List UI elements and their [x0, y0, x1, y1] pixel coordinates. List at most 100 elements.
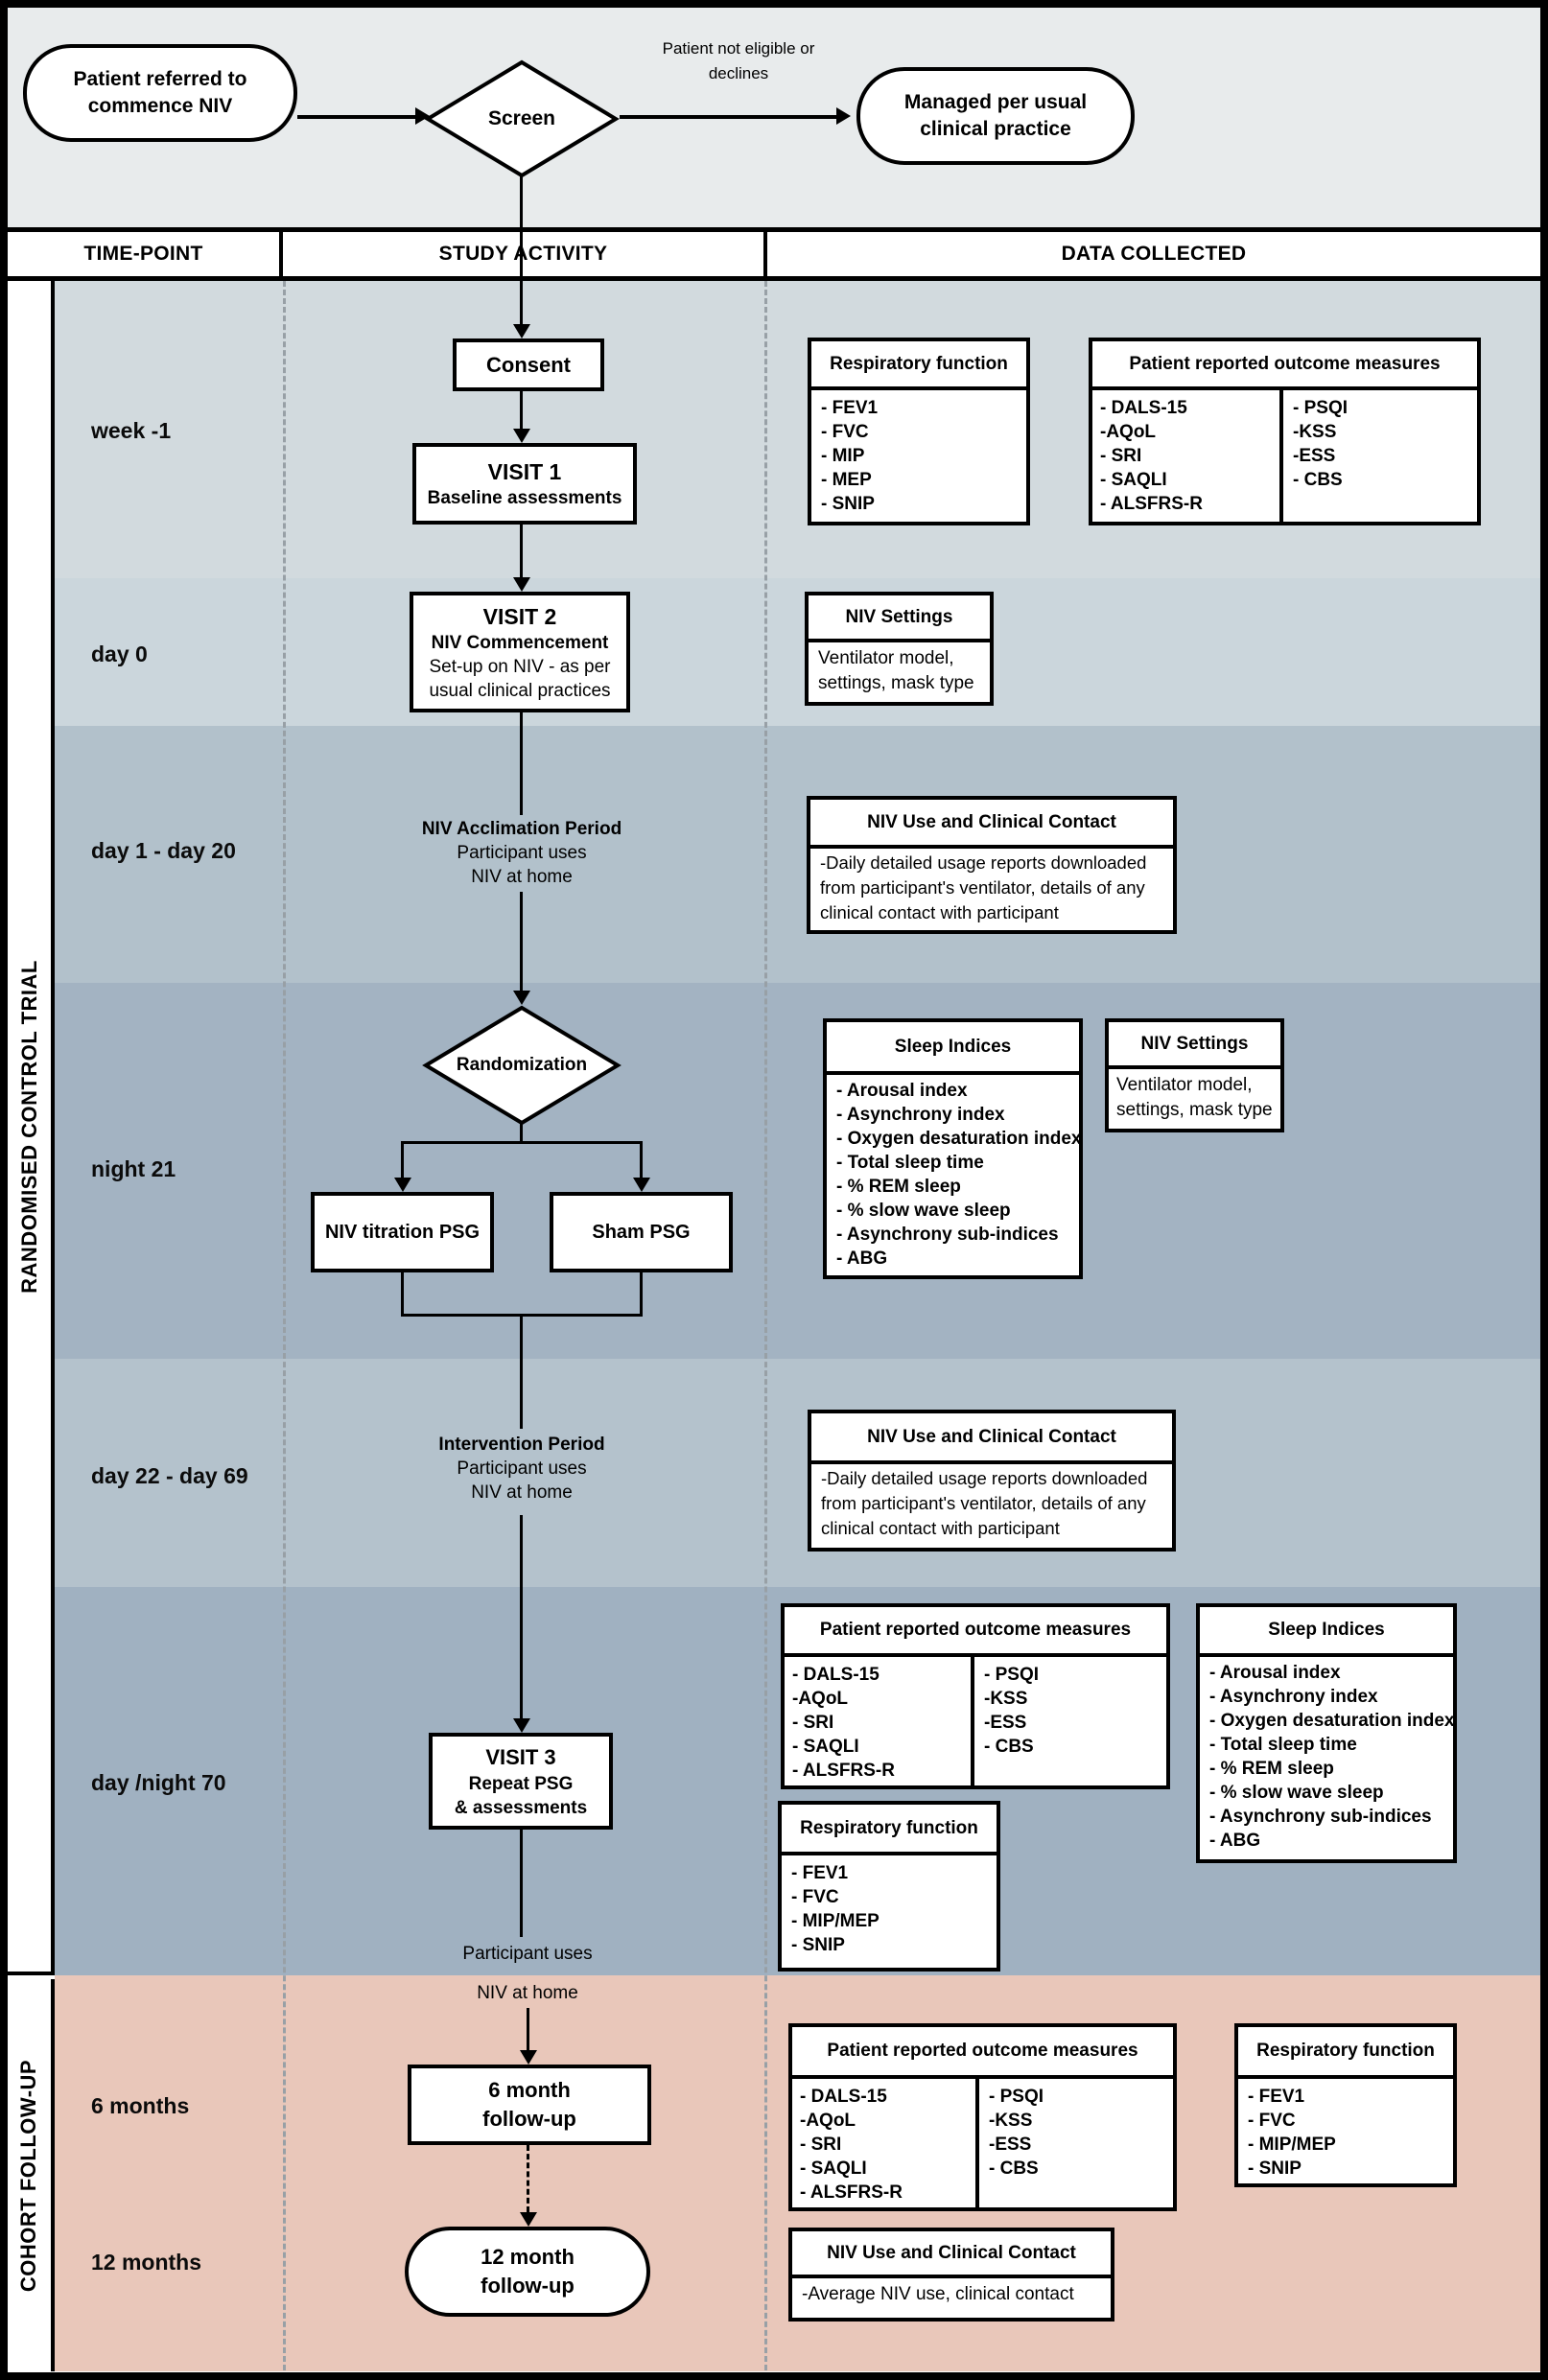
- connector-visit1-visit2: [520, 525, 523, 578]
- managed-line2: clinical practice: [920, 118, 1071, 140]
- arrowhead-down-icon: [520, 2050, 537, 2065]
- list-item: -AQoL: [800, 2111, 856, 2131]
- list-item: - DALS-15: [792, 1665, 880, 1685]
- visit1-subtitle: Baseline assessments: [427, 488, 622, 508]
- list-item: - SNIP: [821, 494, 875, 514]
- connector-referred-screen: [297, 115, 417, 119]
- arrowhead-down-icon: [513, 991, 530, 1005]
- day70-respiratory-title: Respiratory function: [782, 1805, 997, 1855]
- uses-line2-text: NIV at home: [384, 1981, 671, 2005]
- managed-node: Managed per usual clinical practice: [856, 67, 1135, 165]
- list-item: - % slow wave sleep: [1209, 1783, 1384, 1803]
- list-item: - Asynchrony index: [836, 1105, 1005, 1125]
- connector-screen-managed: [620, 115, 838, 119]
- list-item: - CBS: [989, 2158, 1039, 2179]
- niv-settings-line2: settings, mask type: [818, 673, 974, 693]
- list-item: - SNIP: [791, 1935, 845, 1955]
- acclimation-textblock: NIV Acclimation Period Participant uses …: [378, 817, 666, 889]
- day70-sleep-box: Sleep Indices - Arousal index - Asynchro…: [1196, 1603, 1457, 1863]
- arrowhead-down-icon: [394, 1178, 411, 1192]
- list-item: - Asynchrony sub-indices: [1209, 1807, 1432, 1827]
- list-item: - CBS: [1293, 470, 1343, 490]
- connector-merge-down: [520, 1317, 523, 1429]
- list-item: - Asynchrony sub-indices: [836, 1225, 1059, 1245]
- referred-node: Patient referred to commence NIV: [23, 44, 297, 142]
- night21-sleep-title: Sleep Indices: [827, 1022, 1079, 1075]
- header-data-collected: DATA COLLECTED: [1061, 243, 1247, 265]
- list-item: - Asynchrony index: [1209, 1687, 1378, 1707]
- list-item: - SNIP: [1248, 2158, 1302, 2179]
- connector-6month-12month-dashed: [527, 2145, 529, 2212]
- night21-sleep-box: Sleep Indices - Arousal index - Asynchro…: [823, 1018, 1083, 1279]
- visit2-sub2: Set-up on NIV - as per: [429, 656, 611, 677]
- acclim-line3: NIV at home: [471, 867, 573, 887]
- list-item: - % slow wave sleep: [836, 1201, 1011, 1221]
- night21-niv-settings-title: NIV Settings: [1109, 1022, 1280, 1069]
- day70-sleep-title: Sleep Indices: [1200, 1607, 1453, 1657]
- list-item: - Arousal index: [836, 1081, 968, 1101]
- list-item: - ALSFRS-R: [800, 2182, 903, 2203]
- visit3-sub1: Repeat PSG: [468, 1773, 574, 1794]
- cohort-niv-use-box: NIV Use and Clinical Contact -Average NI…: [788, 2228, 1114, 2322]
- referred-line1: Patient referred to: [73, 68, 247, 90]
- list-item: - MEP: [821, 470, 872, 490]
- visit1-title: VISIT 1: [487, 459, 562, 484]
- day70-prom-title: Patient reported outcome measures: [785, 1607, 1166, 1657]
- niv-titration-psg-box: NIV titration PSG: [311, 1192, 494, 1272]
- list-item: -AQoL: [1100, 422, 1157, 442]
- list-item: - MIP/MEP: [791, 1911, 880, 1931]
- 12month-line2: follow-up: [481, 2274, 575, 2298]
- list-item: - SAQLI: [1100, 470, 1167, 490]
- list-item: -ESS: [1293, 446, 1336, 466]
- list-item: - FEV1: [821, 398, 879, 418]
- band-night21: [55, 983, 1540, 1359]
- day70-prom-box: Patient reported outcome measures - DALS…: [781, 1603, 1170, 1789]
- list-item: - MIP: [821, 446, 865, 466]
- day22-69-niv-use-title: NIV Use and Clinical Contact: [811, 1413, 1172, 1464]
- rct-label: RANDOMISED CONTROL TRIAL: [16, 959, 41, 1294]
- list-item: - FEV1: [791, 1863, 849, 1883]
- visit3-sub2: & assessments: [454, 1797, 588, 1818]
- list-item: - PSQI: [989, 2087, 1044, 2107]
- sidebar-cohort: COHORT FOLLOW-UP: [8, 1979, 55, 2371]
- list-item: - % REM sleep: [1209, 1759, 1334, 1779]
- day0-niv-settings-title: NIV Settings: [809, 595, 990, 642]
- 12month-line1: 12 month: [481, 2245, 575, 2269]
- timepoint-day22-69: day 22 - day 69: [91, 1463, 248, 1488]
- connector-visit2-acclim: [520, 712, 523, 815]
- dashed-separator-2: [764, 281, 767, 2372]
- list-item: - FVC: [791, 1887, 839, 1907]
- day22-69-niv-use-text: -Daily detailed usage reports downloaded…: [821, 1468, 1148, 1538]
- list-item: -KSS: [989, 2111, 1033, 2131]
- not-eligible-line2: declines: [708, 64, 769, 82]
- list-item: - ALSFRS-R: [1100, 494, 1203, 514]
- arrowhead-down-icon: [633, 1178, 650, 1192]
- timepoint-week-minus1: week -1: [91, 418, 172, 443]
- uses-line1: Participant uses: [462, 1944, 593, 1964]
- connector-intervention-visit3: [520, 1515, 523, 1718]
- list-item: - DALS-15: [800, 2087, 887, 2107]
- list-item: - Total sleep time: [836, 1153, 984, 1173]
- randomization-label: Randomization: [456, 1055, 588, 1075]
- consent-box: Consent: [453, 338, 604, 391]
- uses-line2: NIV at home: [477, 1983, 578, 2003]
- intervention-textblock: Intervention Period Participant uses NIV…: [378, 1433, 666, 1505]
- connector-split-stem: [520, 1124, 523, 1143]
- acclim-line2: Participant uses: [457, 843, 587, 863]
- visit2-box: VISIT 2 NIV Commencement Set-up on NIV -…: [410, 592, 630, 712]
- day1-20-niv-use-title: NIV Use and Clinical Contact: [810, 800, 1173, 849]
- timepoint-day70: day /night 70: [91, 1770, 226, 1795]
- list-item: - CBS: [984, 1737, 1034, 1757]
- intervention-line1: Intervention Period: [438, 1435, 605, 1455]
- list-item: - SAQLI: [792, 1737, 859, 1757]
- intervention-line3: NIV at home: [471, 1482, 573, 1503]
- cohort-respiratory-box: Respiratory function - FEV1 - FVC - MIP/…: [1234, 2023, 1457, 2187]
- day70-respiratory-box: Respiratory function - FEV1 - FVC - MIP/…: [778, 1801, 1000, 1972]
- screen-label: Screen: [487, 107, 556, 129]
- cohort-label: COHORT FOLLOW-UP: [16, 2059, 41, 2292]
- band-day22-69: [55, 1359, 1540, 1587]
- list-item: -KSS: [1293, 422, 1337, 442]
- connector-split-left: [401, 1141, 404, 1179]
- list-item: - ABG: [1209, 1831, 1261, 1851]
